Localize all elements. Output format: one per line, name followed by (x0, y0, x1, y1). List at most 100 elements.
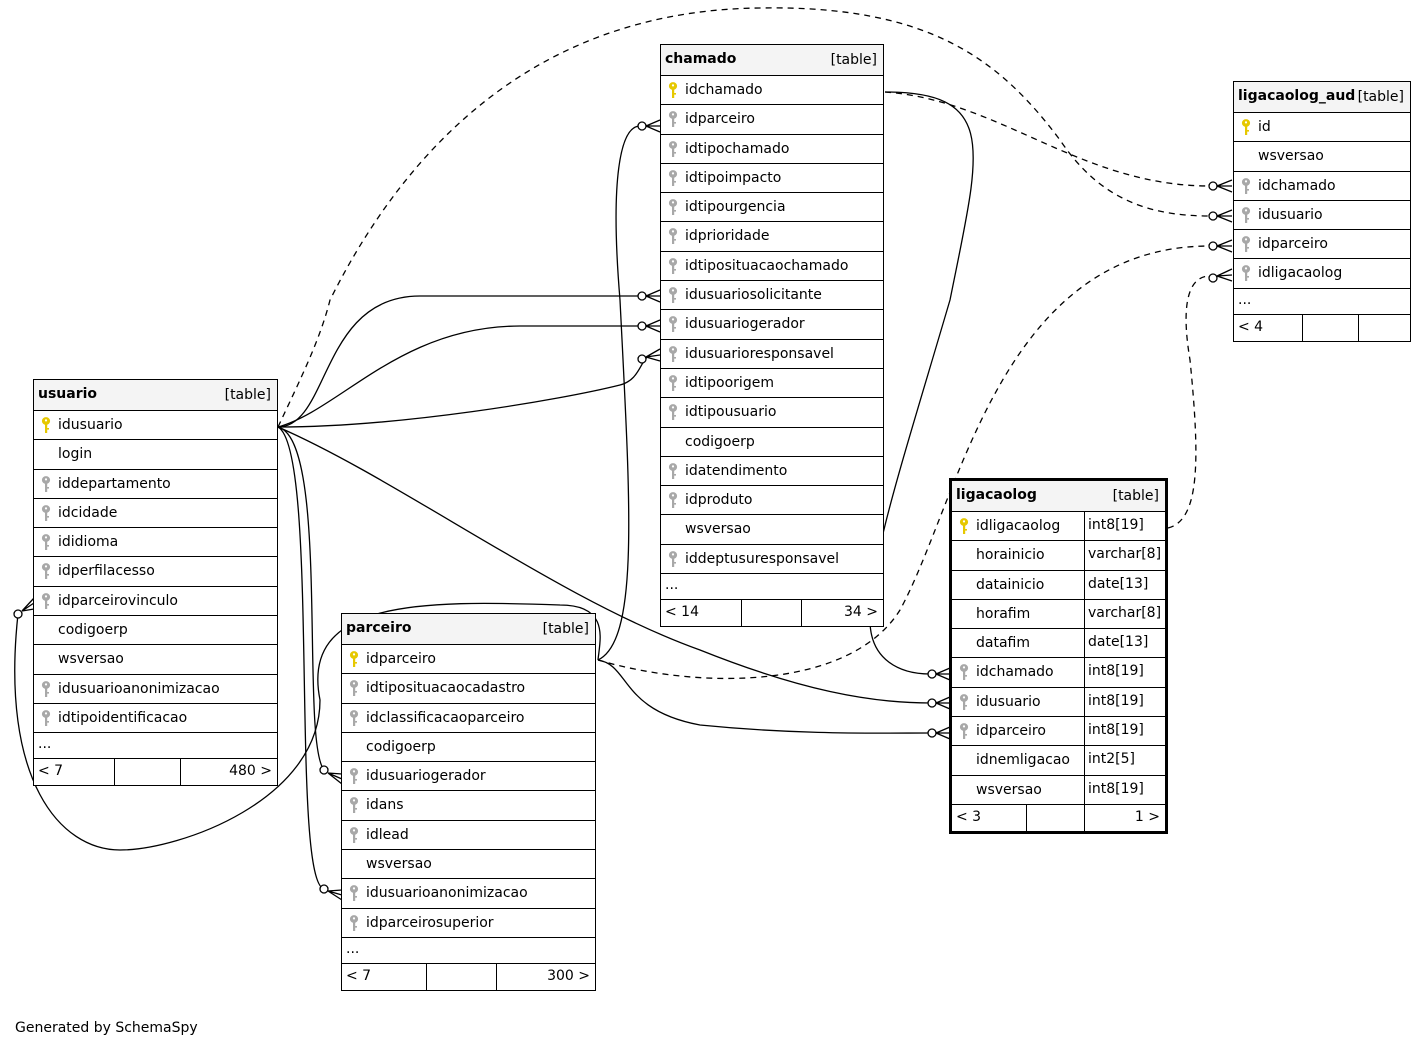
column-row[interactable]: idusuariogerador (661, 310, 883, 340)
column-row[interactable]: idparceirosuperior (342, 909, 595, 938)
edge-usuario-aud (277, 7, 1211, 428)
column-row[interactable]: idparceiro (661, 105, 883, 135)
row-count (1026, 804, 1084, 831)
column-row[interactable]: idchamado (661, 76, 883, 106)
table-header[interactable]: chamado[table] (661, 45, 883, 76)
column-row[interactable]: wsversao (342, 850, 595, 880)
column-name: idlead (366, 826, 409, 843)
column-name: idtipochamado (685, 140, 790, 157)
column-type: date[13] (1084, 570, 1165, 599)
parents-count-link[interactable]: < 14 (665, 604, 699, 621)
generated-by-label: Generated by SchemaSpy (15, 1020, 198, 1036)
column-row[interactable]: idusuarioanonimizacao (342, 879, 595, 909)
column-name: idclassificacaoparceiro (366, 709, 525, 726)
column-row[interactable]: login (34, 440, 277, 470)
column-row[interactable]: idtipoimpacto (661, 164, 883, 194)
column-row[interactable]: idusuariogerador (342, 762, 595, 792)
children-count-link[interactable]: 34 > (801, 600, 883, 627)
more-columns-row[interactable]: ... (342, 938, 595, 964)
column-name: idcidade (58, 504, 118, 521)
column-row[interactable]: idtiposituacaochamado (661, 252, 883, 282)
column-row[interactable]: idparceiro (1234, 230, 1410, 260)
column-row[interactable]: codigoerp (342, 733, 595, 763)
more-columns-row[interactable]: ... (34, 733, 277, 760)
column-row[interactable]: idcidade (34, 499, 277, 529)
foreign-key-icon (668, 492, 678, 509)
children-count-link[interactable]: 1 > (1084, 804, 1165, 831)
table-header[interactable]: ligacaolog[table] (952, 481, 1165, 512)
edge-usuario-chamado-solicitante (277, 295, 640, 428)
column-row[interactable]: iddepartamento (34, 470, 277, 499)
column-row[interactable]: idans (342, 791, 595, 821)
parents-count-link[interactable]: < 7 (346, 967, 372, 984)
table-header[interactable]: ligacaolog_aud[table] (1234, 82, 1410, 113)
column-row[interactable]: idclassificacaoparceiro (342, 704, 595, 733)
column-row[interactable]: idtiposituacaocadastro (342, 674, 595, 704)
column-type: int8[19] (1084, 512, 1165, 541)
column-row[interactable]: idchamado (1234, 172, 1410, 201)
column-row[interactable]: idtipoidentificacao (34, 704, 277, 734)
column-row[interactable]: wsversao (661, 515, 883, 545)
column-name: login (58, 446, 93, 463)
column-row[interactable]: idligacaolog (1234, 259, 1410, 289)
table-kind-label: [table] (1112, 488, 1159, 504)
column-row[interactable]: codigoerp (661, 428, 883, 457)
column-row[interactable]: id (1234, 113, 1410, 143)
column-name: idtipoimpacto (685, 169, 782, 186)
foreign-key-icon (959, 693, 969, 711)
column-row[interactable]: idtipourgencia (661, 193, 883, 223)
column-row[interactable]: wsversao (1234, 142, 1410, 172)
children-count-link[interactable] (1358, 314, 1410, 341)
column-name: idusuariosolicitante (685, 287, 822, 304)
more-columns-row[interactable]: ... (1234, 289, 1410, 315)
column-name: idusuario (976, 693, 1041, 710)
column-row[interactable]: idparceirovinculo (34, 587, 277, 617)
parents-count-link[interactable]: < 4 (1238, 318, 1264, 335)
column-row[interactable]: wsversao (34, 645, 277, 675)
foreign-key-icon (1241, 265, 1251, 282)
column-row[interactable]: idlead (342, 821, 595, 851)
more-columns-row[interactable]: ... (661, 574, 883, 601)
column-row[interactable]: idtipousuario (661, 398, 883, 428)
column-row[interactable]: idusuarioresponsavel (661, 340, 883, 369)
table-header[interactable]: usuario[table] (34, 380, 277, 411)
column-name: idparceiro (976, 723, 1046, 740)
column-name: idans (366, 797, 404, 814)
column-row[interactable]: idusuarioanonimizacao (34, 675, 277, 704)
column-row[interactable]: codigoerp (34, 616, 277, 646)
parents-count-link[interactable]: < 3 (956, 808, 982, 825)
column-row[interactable]: idproduto (661, 486, 883, 516)
table-usuario[interactable]: usuario[table]idusuario login iddepartamen… (33, 379, 278, 787)
column-row[interactable]: ididioma (34, 528, 277, 558)
column-name: codigoerp (58, 622, 128, 639)
table-header[interactable]: parceiro[table] (342, 614, 595, 645)
column-row[interactable]: idusuario (1234, 201, 1410, 231)
column-row[interactable]: idusuariosolicitante (661, 281, 883, 311)
parents-count-link[interactable]: < 7 (38, 763, 64, 780)
column-row[interactable]: idtipoorigem (661, 369, 883, 399)
children-count-link[interactable]: 300 > (496, 963, 595, 990)
column-row[interactable]: idperfilacesso (34, 557, 277, 587)
primary-key-icon (41, 417, 51, 434)
column-row[interactable]: idtipochamado (661, 135, 883, 164)
column-row[interactable]: idparceiro (342, 645, 595, 675)
column-row[interactable]: idprioridade (661, 222, 883, 252)
column-row[interactable]: idusuario (34, 411, 277, 441)
column-row[interactable]: idatendimento (661, 457, 883, 487)
children-count-link[interactable]: 480 > (180, 759, 277, 786)
column-row[interactable]: iddeptusuresponsavel (661, 545, 883, 575)
